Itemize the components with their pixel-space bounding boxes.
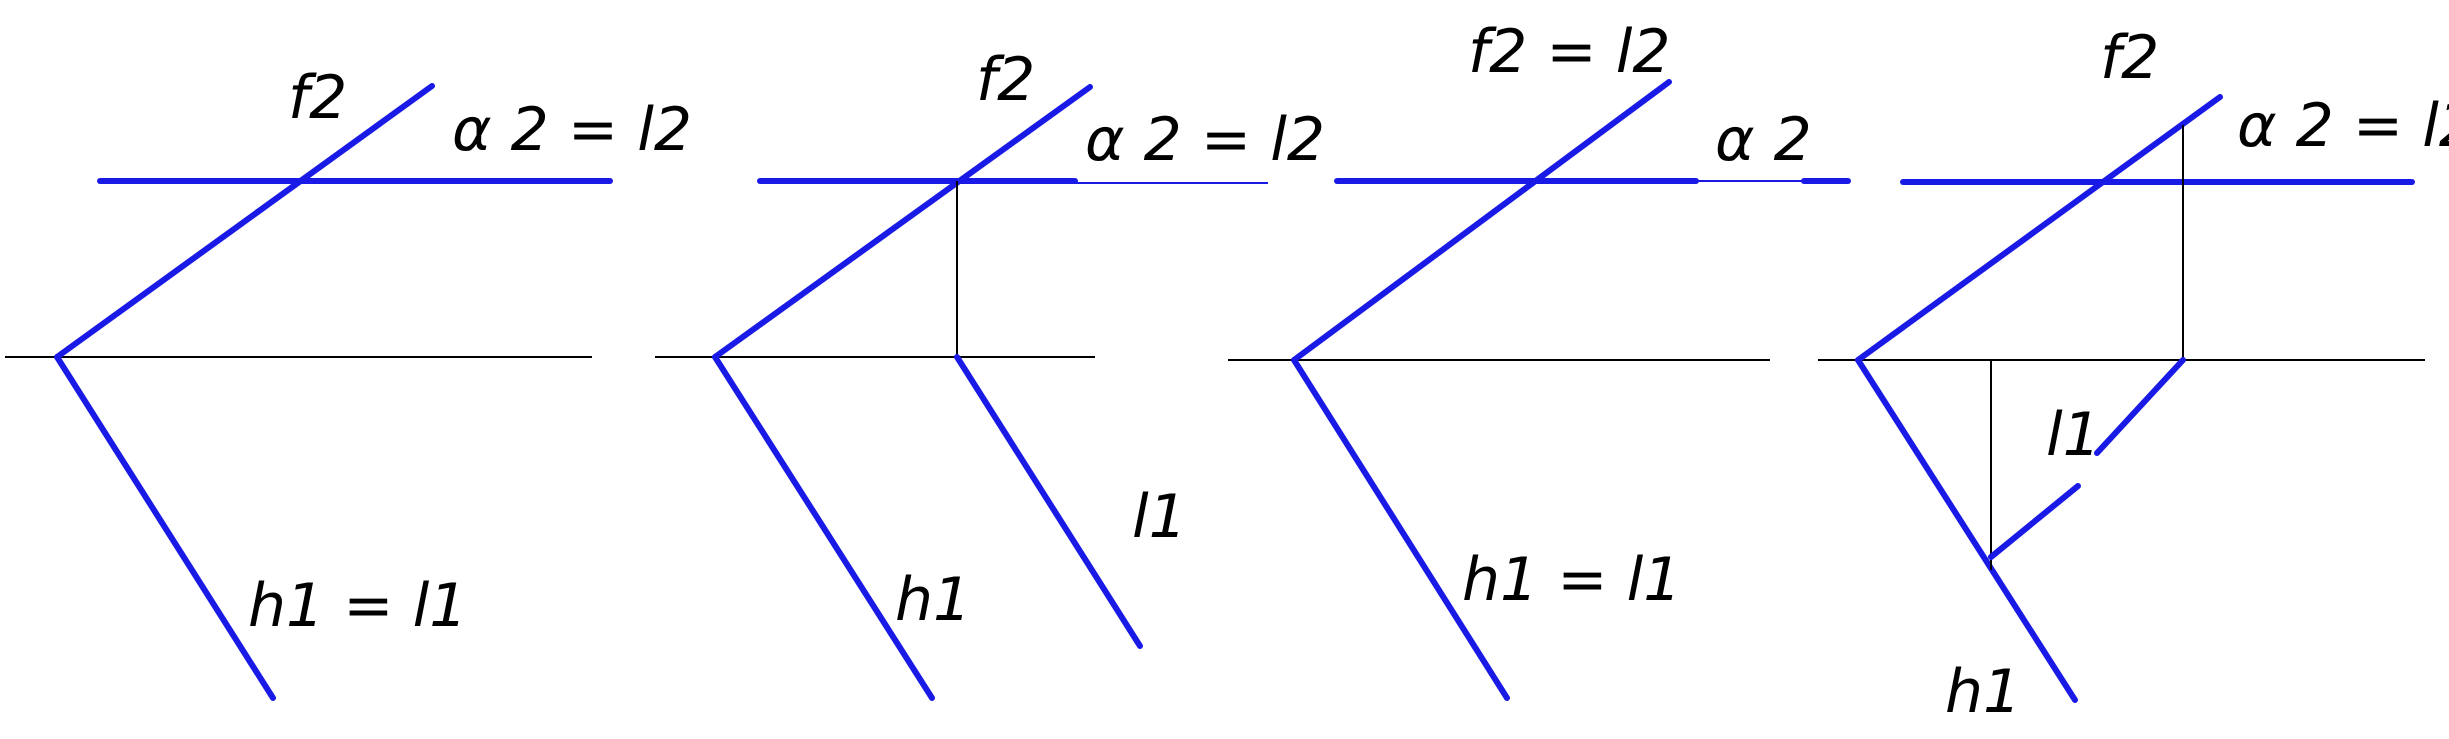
l1-trace-upper	[2094, 357, 2186, 456]
l1-trace	[954, 354, 1143, 649]
figure-3: f2 = l2 α 2 h1 = l1	[1228, 17, 1851, 701]
l1-trace-lower	[1988, 483, 2081, 560]
label-h1: h1	[1945, 657, 2021, 727]
h1-trace	[54, 354, 276, 701]
label-l1: l1	[2046, 400, 2101, 470]
h1-trace	[1291, 357, 1510, 701]
label-alpha2: α 2	[1715, 105, 1812, 175]
f2-trace	[1855, 94, 2223, 363]
label-h1-l1: h1 = l1	[1462, 545, 1681, 615]
label-f2-l2: f2 = l2	[1468, 17, 1671, 87]
label-alpha2-l2: α 2 = l2	[2237, 91, 2449, 161]
f2-trace	[712, 84, 1093, 360]
label-h1: h1	[895, 565, 971, 635]
h1-trace	[1855, 357, 2078, 703]
h1-trace	[712, 354, 935, 701]
f2-trace	[1291, 79, 1672, 363]
label-alpha2-l2: α 2 = l2	[452, 95, 692, 165]
label-l1: l1	[1132, 482, 1187, 552]
figure-2: f2 α 2 = l2 h1 l1	[655, 45, 1325, 701]
label-f2: f2	[976, 45, 1035, 115]
label-f2: f2	[2100, 23, 2159, 93]
label-alpha2-l2: α 2 = l2	[1085, 105, 1325, 175]
f2-trace	[54, 83, 435, 360]
figure-1: f2 α 2 = l2 h1 = l1	[5, 63, 692, 701]
figure-4: f2 α 2 = l2 l1 h1	[1818, 23, 2449, 727]
label-h1-l1: h1 = l1	[248, 571, 467, 641]
label-f2: f2	[288, 63, 347, 133]
